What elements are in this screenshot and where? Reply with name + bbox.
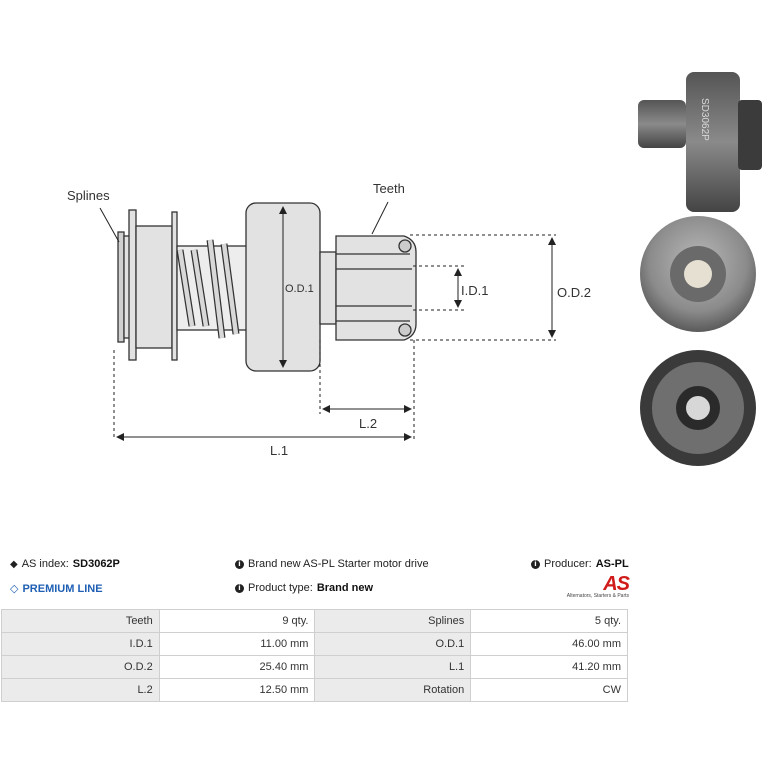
table-row: I.D.1 11.00 mm O.D.1 46.00 mm [1,632,628,656]
as-index: ◆ AS index: SD3062P [10,558,120,570]
table-row: L.2 12.50 mm Rotation CW [1,678,628,702]
producer: i Producer: AS-PL [531,558,629,570]
photo-side-view: SD3062P [638,72,762,212]
spec-label: O.D.1 [314,632,472,656]
as-index-label: AS index: [21,558,69,570]
product-info: ◆ AS index: SD3062P i Brand new AS-PL St… [0,552,770,602]
spec-table: Teeth 9 qty. Splines 5 qty. I.D.1 11.00 … [1,609,628,702]
info-icon: i [235,559,244,569]
spec-label: Teeth [1,609,160,633]
technical-diagram: Splines Teeth O.D.1 I.D.1 O.D.2 L.2 L.1 [67,181,591,458]
label-splines: Splines [67,188,110,203]
product-photos: SD3062P [638,72,762,466]
product-type: i Product type: Brand new [235,582,373,594]
table-row: O.D.2 25.40 mm L.1 41.20 mm [1,655,628,679]
spec-label: O.D.2 [1,655,160,679]
spec-label: L.1 [314,655,472,679]
spec-value: 25.40 mm [158,655,316,679]
label-od2: O.D.2 [557,285,591,300]
logo-text: AS [603,573,630,595]
spec-label: Rotation [314,678,472,702]
dimension-lines [99,201,556,441]
photo-rear-view [640,350,756,466]
tag-icon: ◆ [10,558,18,570]
as-index-value: SD3062P [72,558,120,570]
spec-label: I.D.1 [1,632,160,656]
product-type-value: Brand new [316,582,374,594]
spec-value: 46.00 mm [470,632,628,656]
photo-front-view [640,216,756,332]
premium-label: PREMIUM LINE [22,582,103,595]
spec-value: CW [470,678,628,702]
label-id1: I.D.1 [461,283,488,298]
spec-value: 41.20 mm [470,655,628,679]
photo-part-marking: SD3062P [699,98,710,141]
brand-logo: AS Alternators, Starters & Parts [563,573,630,602]
info-icon: i [235,583,244,593]
premium-line: ◇ PREMIUM LINE [10,582,103,596]
label-od1: O.D.1 [285,283,314,295]
spec-value: 11.00 mm [158,632,316,656]
label-l2: L.2 [359,416,377,431]
spec-value: 5 qty. [470,609,628,633]
table-row: Teeth 9 qty. Splines 5 qty. [1,609,628,633]
logo-subtitle: Alternators, Starters & Parts [566,593,629,599]
producer-value: AS-PL [595,558,629,570]
label-l1: L.1 [270,443,288,458]
product-type-label: Product type: [248,582,313,594]
diamond-icon: ◇ [10,583,19,595]
label-teeth: Teeth [373,181,405,196]
description: i Brand new AS-PL Starter motor drive [235,558,429,570]
producer-label: Producer: [544,558,592,570]
spec-label: Splines [314,609,472,633]
description-text: Brand new AS-PL Starter motor drive [248,558,429,570]
drive-drawing [117,202,417,372]
spec-value: 12.50 mm [158,678,316,702]
info-icon: i [531,559,540,569]
spec-value: 9 qty. [158,609,316,633]
spec-label: L.2 [1,678,160,702]
